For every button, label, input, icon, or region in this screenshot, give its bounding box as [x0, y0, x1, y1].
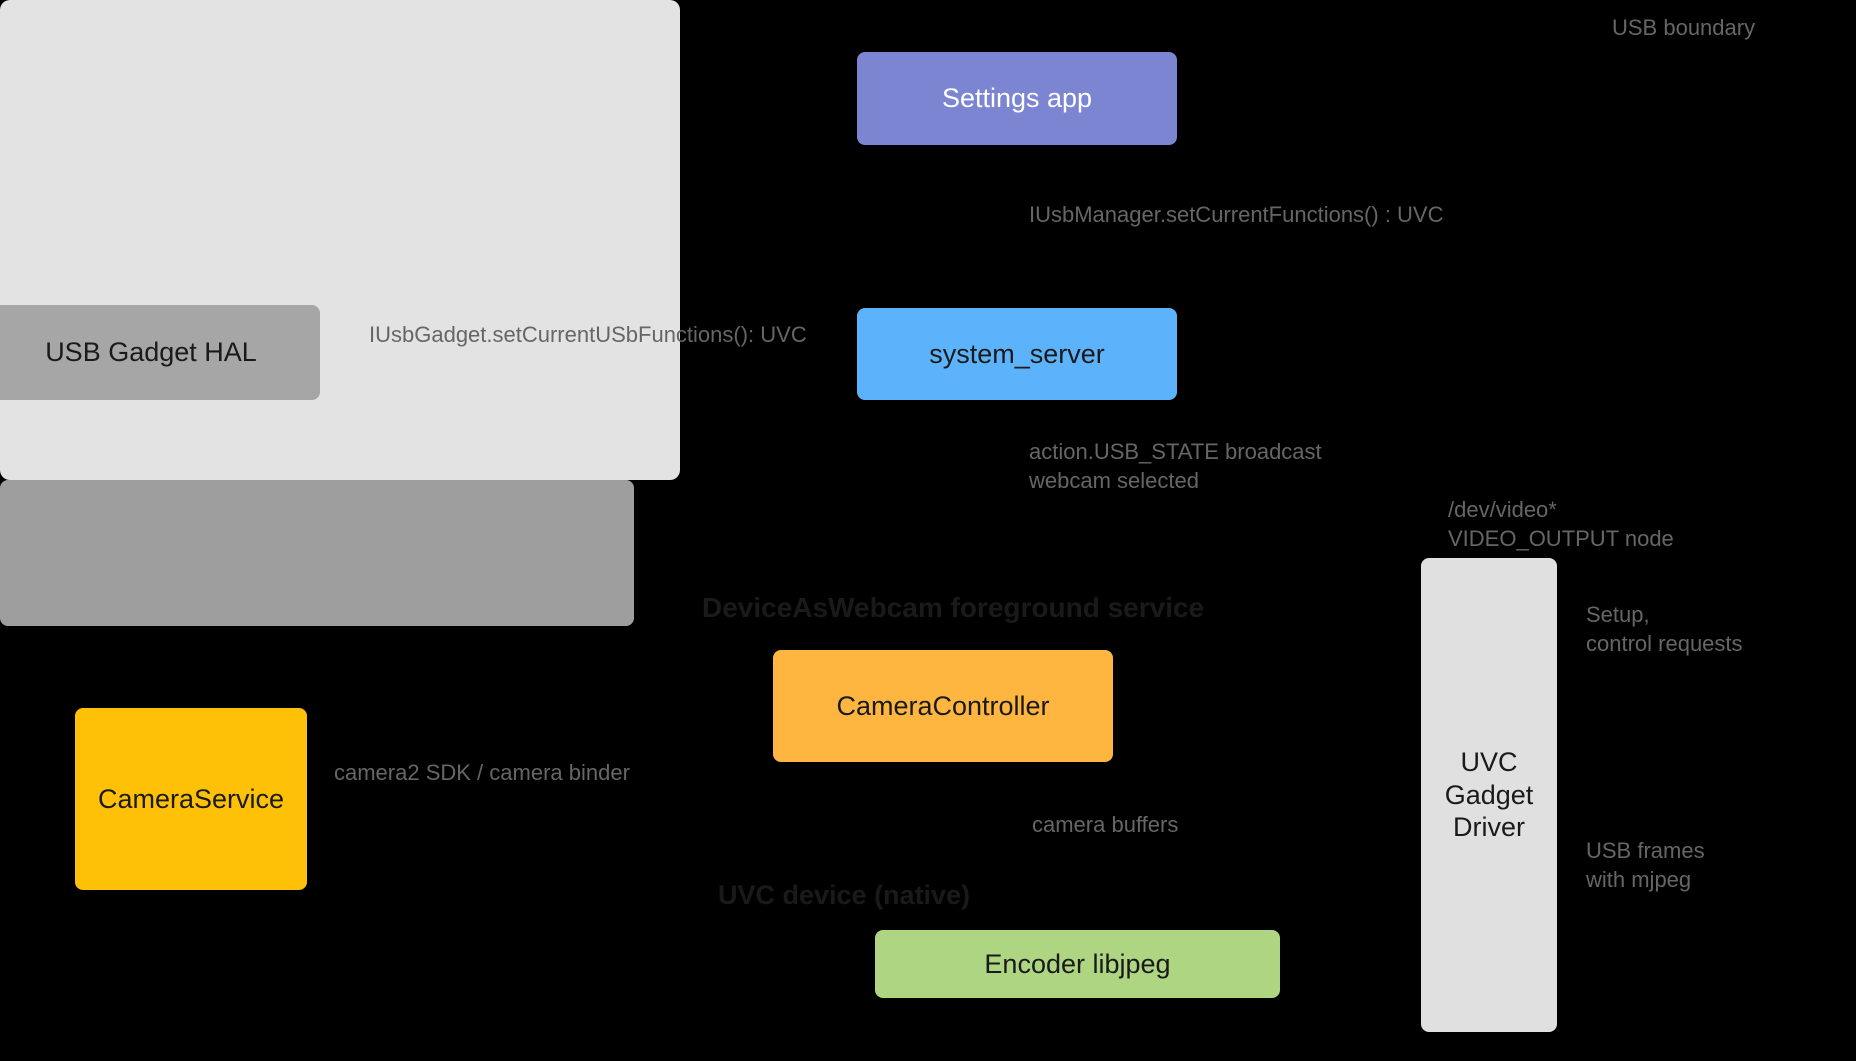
label-dev-video-node: /dev/video* VIDEO_OUTPUT node — [1448, 497, 1674, 552]
node-camera-controller[interactable]: CameraController — [773, 650, 1113, 762]
label-iusbmanager-setcurrentfunctions: IUsbManager.setCurrentFunctions() : UVC — [1029, 202, 1444, 227]
label-setup-control-requests: Setup, control requests — [1586, 602, 1743, 657]
uvc-device-native-title: UVC device (native) — [718, 880, 971, 910]
node-usb-gadget-hal[interactable]: USB Gadget HAL — [0, 305, 320, 400]
label-usb-state-broadcast: action.USB_STATE broadcast webcam select… — [1029, 439, 1322, 494]
node-camera-service[interactable]: CameraService — [75, 708, 307, 890]
label-camera2-sdk-binder: camera2 SDK / camera binder — [334, 760, 630, 785]
node-uvc-gadget-driver[interactable]: UVC Gadget Driver — [1421, 558, 1557, 1032]
node-uvc-device-native[interactable] — [0, 480, 634, 626]
node-encoder-libjpeg[interactable]: Encoder libjpeg — [875, 930, 1280, 998]
label-usb-boundary: USB boundary — [1612, 15, 1756, 40]
label-iusbgadget-setcurrentusbfunctions: IUsbGadget.setCurrentUSbFunctions(): UVC — [369, 322, 807, 347]
node-settings-app[interactable]: Settings app — [857, 52, 1177, 145]
label-usb-frames-mjpeg: USB frames with mjpeg — [1586, 838, 1705, 893]
node-deviceaswebcam-foreground-service[interactable] — [0, 0, 680, 480]
deviceaswebcam-service-title: DeviceAsWebcam foreground service — [702, 592, 1205, 623]
usb-frames-arrow — [1276, 956, 1363, 974]
label-camera-buffers: camera buffers — [1032, 812, 1179, 837]
camera-buffers-arrow — [1008, 762, 1026, 935]
node-system-server[interactable]: system_server — [857, 308, 1177, 400]
